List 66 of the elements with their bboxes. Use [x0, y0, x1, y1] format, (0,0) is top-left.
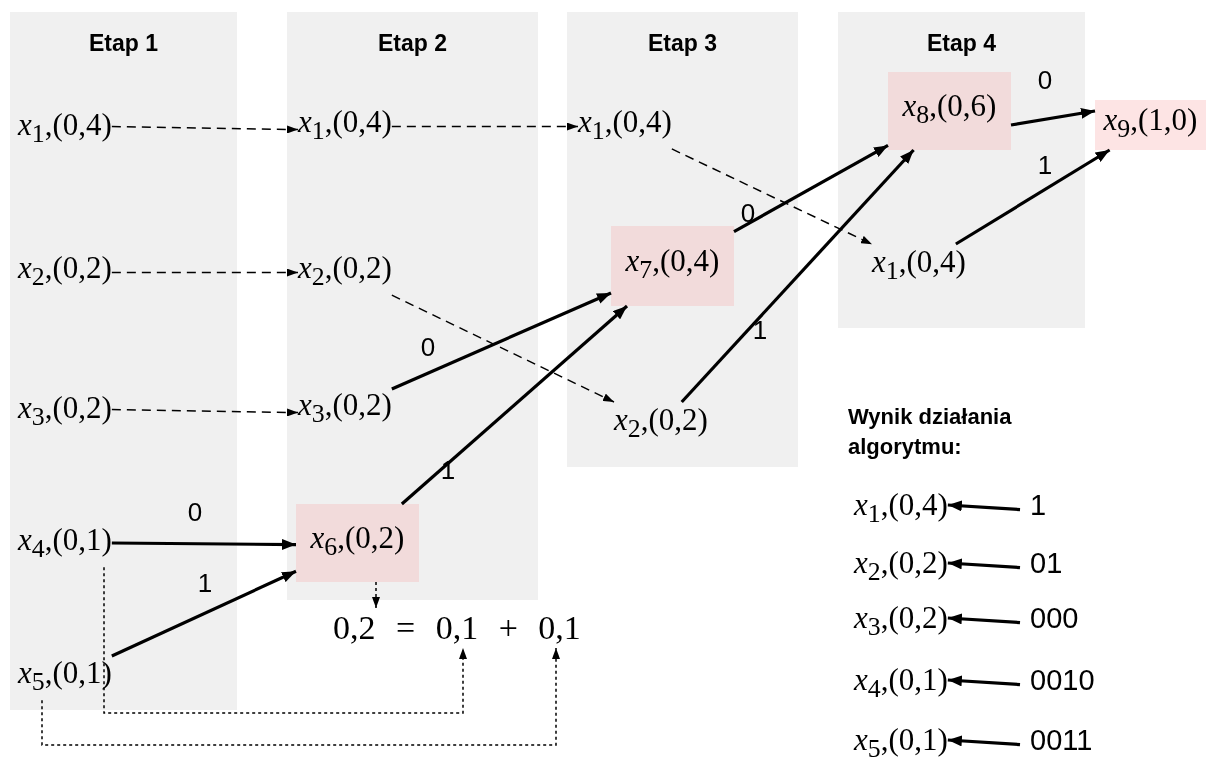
edge-label: 0: [740, 199, 756, 227]
symbol-label: x$_{1}$,(0,4): [578, 104, 672, 150]
code-word: 01: [1020, 545, 1063, 581]
dashed-arrow: [111, 125, 299, 134]
arrow: [111, 538, 296, 550]
arrow: [400, 304, 629, 506]
symbol-label: x$_{2}$,(0,2): [298, 250, 392, 296]
stage-panel: [287, 12, 538, 600]
dashed-arrow: [671, 148, 873, 245]
symbol-label: x$_{5}$,(0,1): [854, 722, 948, 758]
arrow: [680, 148, 915, 404]
edge-label: 1: [197, 569, 213, 597]
symbol-label: x$_{2}$,(0,2): [18, 250, 112, 296]
code-word: 0011: [1020, 722, 1093, 758]
symbol-label: x$_{6}$,(0,2): [310, 520, 405, 564]
stage-panel: [10, 12, 237, 710]
stage-heading: Etap 1: [88, 30, 159, 57]
highlight-box: [888, 72, 1011, 150]
symbol-label: x$_{7}$,(0,4): [625, 243, 720, 287]
symbol-label: x$_{5}$,(0,1): [18, 655, 112, 701]
symbol-label: x$_{9}$,(1,0): [1103, 102, 1198, 146]
arrow: [1010, 107, 1096, 127]
stage-panel: [838, 12, 1085, 328]
stage-heading: Etap 4: [926, 30, 997, 57]
code-word: 0010: [1020, 662, 1095, 698]
edge-label: 0: [1037, 66, 1053, 94]
symbol-label: x$_{3}$,(0,2): [854, 600, 948, 646]
symbol-label: x$_{2}$,(0,2): [614, 402, 708, 448]
symbol-label: x$_{4}$,(0,1): [854, 662, 948, 708]
edge-label: 1: [752, 316, 768, 344]
symbol-label: x$_{1}$,(0,4): [298, 104, 392, 150]
stage-panel: [567, 12, 798, 467]
arrow: [947, 735, 1021, 747]
result-heading: Wynik działania algorytmu:: [848, 403, 1013, 461]
edge-label: 0: [420, 333, 436, 361]
stage-heading: Etap 3: [647, 30, 718, 57]
symbol-label: x$_{1}$,(0,4): [854, 487, 948, 533]
symbol-label: x$_{2}$,(0,2): [854, 545, 948, 591]
dashed-arrow: [111, 268, 299, 277]
arrow: [947, 675, 1021, 687]
symbol-label: x$_{1}$,(0,4): [872, 244, 966, 290]
highlight-box: [1095, 100, 1206, 150]
arrow: [111, 569, 297, 658]
formula: 0,2 = 0,1 + 0,1: [333, 608, 581, 648]
code-word: 1: [1020, 487, 1047, 523]
dashed-arrow: [391, 122, 579, 131]
symbol-label: x$_{1}$,(0,4): [18, 107, 112, 153]
highlight-box: [296, 504, 419, 582]
dashed-arrow: [372, 581, 380, 609]
arrow: [947, 500, 1021, 512]
arrow: [947, 558, 1021, 570]
dashed-arrow: [111, 408, 299, 417]
arrow: [955, 148, 1111, 246]
arrow: [947, 613, 1021, 625]
code-word: 000: [1020, 600, 1079, 636]
arrow: [733, 144, 889, 233]
symbol-label: x$_{3}$,(0,2): [18, 390, 112, 436]
stage-heading: Etap 2: [377, 30, 448, 57]
symbol-label: x$_{8}$,(0,6): [902, 88, 997, 132]
edge-label: 0: [187, 498, 203, 526]
symbol-label: x$_{3}$,(0,2): [298, 387, 392, 433]
edge-label: 1: [1037, 151, 1053, 179]
dashed-arrow: [41, 647, 560, 746]
dashed-arrow: [103, 566, 467, 714]
highlight-box: [611, 226, 734, 306]
symbol-label: x$_{4}$,(0,1): [18, 522, 112, 568]
